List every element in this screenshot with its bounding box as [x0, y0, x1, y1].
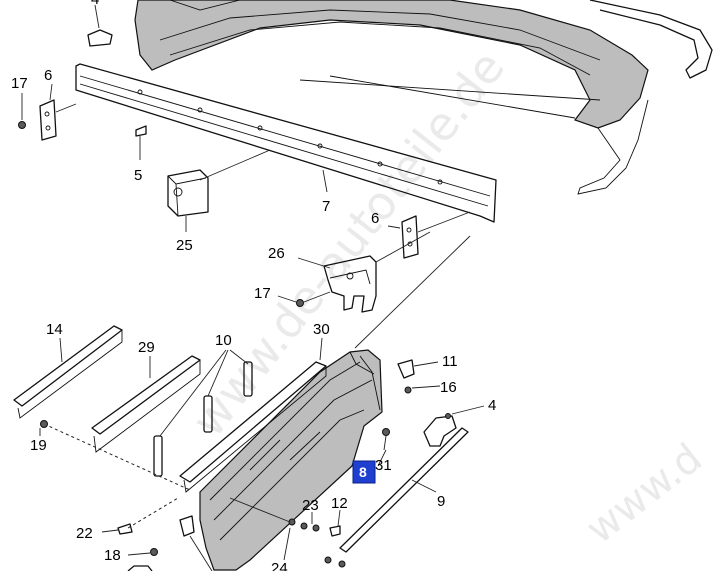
mount-block-25 [167, 149, 271, 232]
callout-23: 23 [302, 497, 319, 514]
callout-4-right: 4 [488, 397, 496, 414]
callout-8: 8 [359, 464, 367, 480]
callout-14: 14 [46, 321, 63, 338]
reinforcement-bar-7 [75, 63, 601, 223]
bumper-cover-top [134, 0, 713, 195]
part-24 [127, 527, 346, 571]
bolt-17-mid [277, 291, 331, 307]
assembly-line-19 [43, 423, 191, 491]
clip-11 [397, 359, 439, 379]
callout-19: 19 [30, 437, 47, 454]
clips-10 [153, 349, 253, 477]
rod-9 [339, 427, 469, 553]
screws-23-12 [229, 497, 341, 537]
callout-5: 5 [134, 167, 142, 184]
screw-22 [101, 523, 133, 535]
strip-29 [91, 355, 201, 453]
callout-29: 29 [138, 339, 155, 356]
screw-5 [135, 125, 147, 160]
callout-4-top: 4 [91, 0, 99, 8]
callout-7: 7 [322, 198, 330, 215]
strip-30 [179, 337, 327, 493]
callout-10: 10 [215, 332, 232, 349]
callout-6-right: 6 [371, 210, 379, 227]
callout-8-highlight: 8 [352, 460, 376, 484]
callout-16: 16 [440, 379, 457, 396]
screw-31 [377, 428, 390, 467]
corner-bumper-8 [199, 349, 383, 571]
screw-16 [404, 385, 441, 394]
callout-26: 26 [268, 245, 285, 262]
callout-17-mid: 17 [254, 285, 271, 302]
callout-9: 9 [437, 493, 445, 510]
clip-4-right [423, 405, 485, 447]
watermark-corner: www.d [578, 435, 711, 553]
bracket-26 [297, 231, 431, 313]
callout-30: 30 [313, 321, 330, 338]
callout-17-top: 17 [11, 75, 28, 92]
callout-24: 24 [271, 560, 288, 571]
bracket-6-left [39, 83, 77, 141]
assembly-line-22 [127, 497, 179, 529]
clip-18 [127, 515, 213, 571]
callout-6-left: 6 [44, 67, 52, 84]
callout-25: 25 [176, 237, 193, 254]
strip-14 [13, 325, 123, 419]
bolt-17-top [18, 93, 26, 129]
clip-4-top [87, 4, 113, 47]
screw-19 [39, 420, 48, 436]
callout-12: 12 [331, 495, 348, 512]
callout-22: 22 [76, 525, 93, 542]
callout-31: 31 [375, 457, 392, 474]
callout-11: 11 [442, 353, 458, 370]
callout-18: 18 [104, 547, 121, 564]
